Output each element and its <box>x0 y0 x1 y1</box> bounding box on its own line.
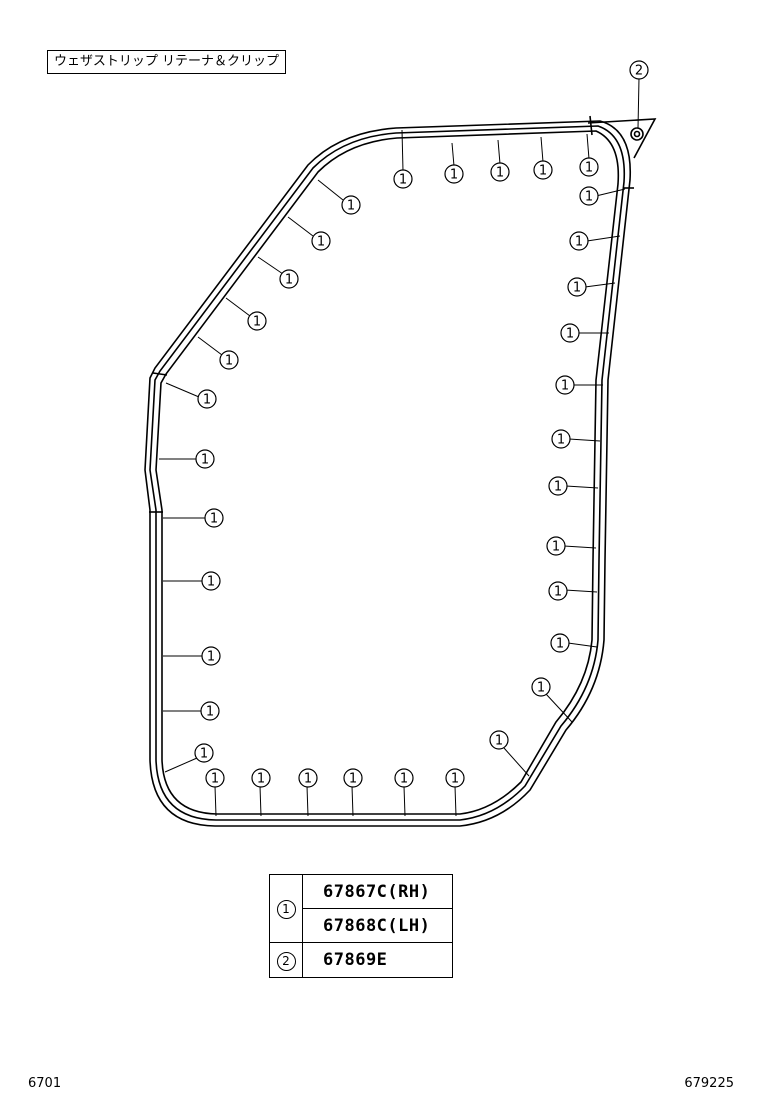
callout-1: 1 <box>548 476 568 496</box>
part-number-retainer: 67869E <box>302 942 453 978</box>
callout-label: 1 <box>496 166 504 181</box>
callout-label: 1 <box>450 168 458 183</box>
callout-1: 1 <box>194 743 214 763</box>
callout-1: 1 <box>251 768 271 788</box>
callout-1: 1 <box>394 768 414 788</box>
callout-1: 1 <box>551 429 571 449</box>
strip-joint-top-left <box>152 372 168 376</box>
corner-clip-outer <box>630 127 644 141</box>
callout-1: 1 <box>247 311 267 331</box>
callout-label: 1 <box>225 354 233 369</box>
callout-label: 1 <box>203 393 211 408</box>
leader-lines <box>159 77 640 817</box>
callout-label: 1 <box>585 161 593 176</box>
callout-1: 1 <box>548 581 568 601</box>
callout-label: 1 <box>451 772 459 787</box>
callout-label: 1 <box>554 585 562 600</box>
callout-1: 1 <box>197 389 217 409</box>
callout-1: 1 <box>579 157 599 177</box>
callout-label: 2 <box>635 64 643 79</box>
callout-1-icon: 1 <box>276 900 296 919</box>
callout-label: 1 <box>561 379 569 394</box>
callout-label: 1 <box>210 512 218 527</box>
callout-1: 1 <box>579 186 599 206</box>
part-callouts: 1 1 1 1 1 1 1 1 1 1 1 1 1 1 1 1 1 1 1 1 1 1 1 1 1 1 1 1 1 1 1 1 1 1 1 2 <box>194 60 649 788</box>
page-code-right: 679225 <box>684 1076 734 1091</box>
callout-label: 1 <box>575 235 583 250</box>
callout-1: 1 <box>298 768 318 788</box>
callout-1: 1 <box>201 646 221 666</box>
callout-2: 2 <box>629 60 649 80</box>
inner-weatherstrip-line <box>155 130 620 815</box>
callout-label: 1 <box>495 734 503 749</box>
callout-label: 1 <box>285 273 293 288</box>
callout-1: 1 <box>341 195 361 215</box>
callout-label: 1 <box>573 281 581 296</box>
callout-1: 1 <box>445 768 465 788</box>
mirror-corner-bracket <box>587 118 657 159</box>
callout-1: 1 <box>393 169 413 189</box>
table-row: 67868C(LH) <box>270 908 453 943</box>
callout-label: 1 <box>557 433 565 448</box>
callout-label: 1 <box>552 540 560 555</box>
part-number-lh: 67868C(LH) <box>302 908 453 943</box>
diagram-title: ウェザストリップ リテーナ＆クリップ <box>47 50 287 74</box>
callout-1: 1 <box>489 730 509 750</box>
callout-1: 1 <box>533 160 553 180</box>
callout-label: 1 <box>347 199 355 214</box>
callout-1: 1 <box>200 701 220 721</box>
callout-label: 1 <box>207 575 215 590</box>
callout-label: 1 <box>201 453 209 468</box>
outer-weatherstrip-line <box>144 120 632 827</box>
callout-label: 1 <box>317 235 325 250</box>
callout-label: 1 <box>206 705 214 720</box>
part-number-rh: 67867C(RH) <box>302 874 453 909</box>
callout-1: 1 <box>490 162 510 182</box>
corner-clip-inner <box>633 130 641 138</box>
callout-1: 1 <box>279 269 299 289</box>
callout-1: 1 <box>550 633 570 653</box>
callout-1: 1 <box>204 508 224 528</box>
callout-label: 1 <box>539 164 547 179</box>
callout-1: 1 <box>560 323 580 343</box>
callout-1: 1 <box>555 375 575 395</box>
strip-joint-top <box>589 115 593 136</box>
part-key-cell: 1 <box>269 874 303 943</box>
middle-weatherstrip-line <box>149 125 626 821</box>
callout-1: 1 <box>201 571 221 591</box>
table-row: 1 67867C(RH) <box>269 874 453 943</box>
callout-label: 1 <box>257 772 265 787</box>
callout-label: 1 <box>537 681 545 696</box>
callout-label: 1 <box>400 772 408 787</box>
callout-1: 1 <box>195 449 215 469</box>
callout-1: 1 <box>569 231 589 251</box>
callout-label: 1 <box>349 772 357 787</box>
callout-1: 1 <box>567 277 587 297</box>
table-row: 2 67869E <box>269 942 453 978</box>
weatherstrip-outline <box>144 115 657 827</box>
callout-1: 1 <box>444 164 464 184</box>
callout-label: 1 <box>253 315 261 330</box>
callout-1: 1 <box>343 768 363 788</box>
callout-1: 1 <box>311 231 331 251</box>
callout-1: 1 <box>205 768 225 788</box>
callout-2-icon: 2 <box>276 951 296 971</box>
parts-number-table: 1 67867C(RH) 67868C(LH) 2 67869E <box>269 874 453 978</box>
part-key-cell: 2 <box>269 942 303 978</box>
callout-label: 1 <box>556 637 564 652</box>
callout-label: 1 <box>554 480 562 495</box>
callout-label: 1 <box>211 772 219 787</box>
callout-label: 1 <box>585 190 593 205</box>
callout-label: 1 <box>200 747 208 762</box>
callout-1: 1 <box>546 536 566 556</box>
callout-label: 1 <box>566 327 574 342</box>
callout-label: 1 <box>399 173 407 188</box>
callout-1: 1 <box>219 350 239 370</box>
callout-label: 1 <box>304 772 312 787</box>
page-code-left: 6701 <box>28 1076 62 1091</box>
callout-label: 1 <box>207 650 215 665</box>
callout-1: 1 <box>531 677 551 697</box>
